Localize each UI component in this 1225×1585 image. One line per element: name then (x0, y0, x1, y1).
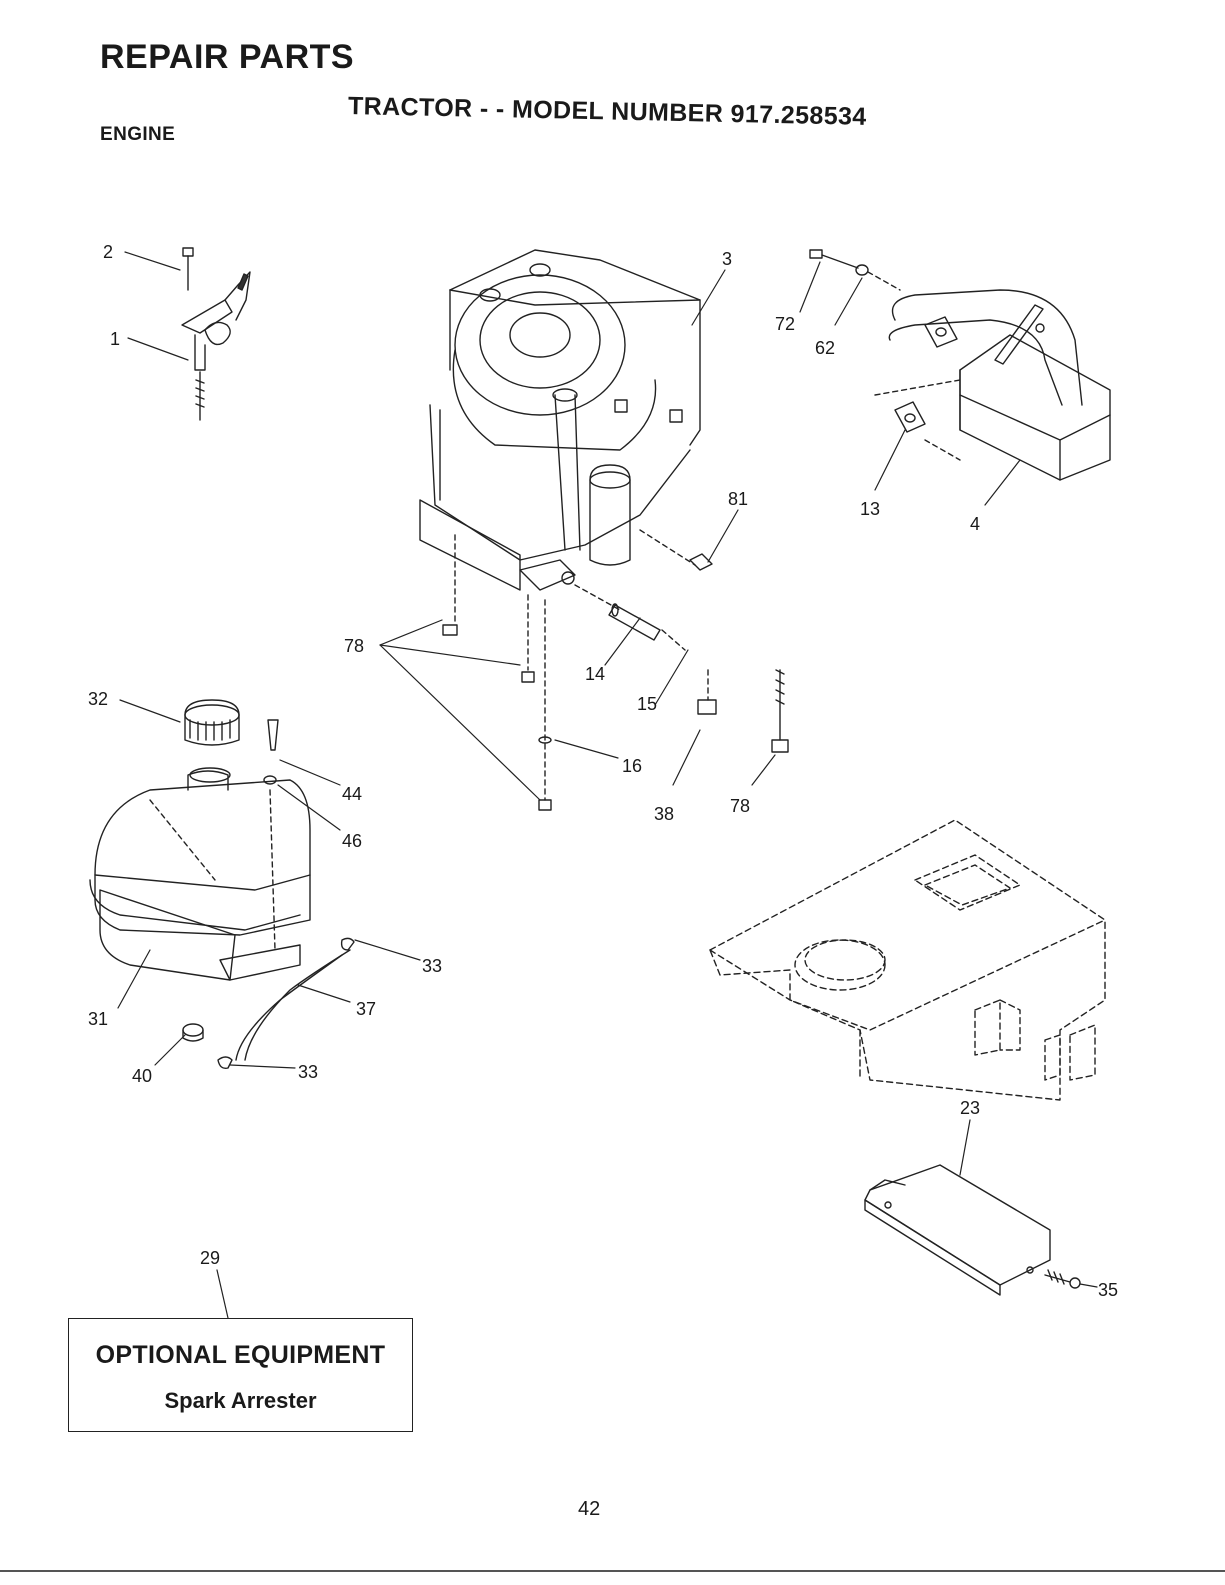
callout-62: 62 (815, 338, 835, 358)
callout-33-b: 33 (298, 1062, 318, 1082)
callout-31: 31 (88, 1009, 108, 1029)
callout-72: 72 (775, 314, 795, 334)
callout-2: 2 (103, 242, 113, 262)
callout-29: 29 (200, 1248, 220, 1268)
fuel-tank-part (90, 700, 354, 1068)
callout-38: 38 (654, 804, 674, 824)
engine-part (420, 250, 700, 810)
callouts: 2 1 3 72 62 13 4 81 78 14 15 16 38 78 32… (88, 242, 1118, 1300)
callout-35: 35 (1098, 1280, 1118, 1300)
bottom-rule (0, 1570, 1225, 1572)
page-number: 42 (578, 1498, 600, 1521)
callout-33-a: 33 (422, 956, 442, 976)
callout-40: 40 (132, 1066, 152, 1086)
callout-23: 23 (960, 1098, 980, 1118)
callout-1: 1 (110, 329, 120, 349)
callout-78-b: 78 (730, 796, 750, 816)
callout-4: 4 (970, 514, 980, 534)
callout-13: 13 (860, 499, 880, 519)
callout-81: 81 (728, 489, 748, 509)
optional-equipment-item: Spark Arrester (69, 1388, 412, 1414)
muffler-assembly-part (810, 250, 1110, 480)
optional-equipment-box: OPTIONAL EQUIPMENT Spark Arrester (68, 1318, 413, 1432)
callout-32: 32 (88, 689, 108, 709)
callout-78-a: 78 (344, 636, 364, 656)
optional-equipment-heading: OPTIONAL EQUIPMENT (69, 1341, 412, 1370)
callout-46: 46 (342, 831, 362, 851)
callout-16: 16 (622, 756, 642, 776)
callout-44: 44 (342, 784, 362, 804)
callout-37: 37 (356, 999, 376, 1019)
leader-lines (118, 252, 1097, 1318)
fittings-part (575, 530, 788, 752)
frame-part (710, 820, 1105, 1100)
callout-14: 14 (585, 664, 605, 684)
callout-3: 3 (722, 249, 732, 269)
callout-15: 15 (637, 694, 657, 714)
heat-shield-part (865, 1165, 1080, 1295)
throttle-control-part (182, 248, 250, 420)
